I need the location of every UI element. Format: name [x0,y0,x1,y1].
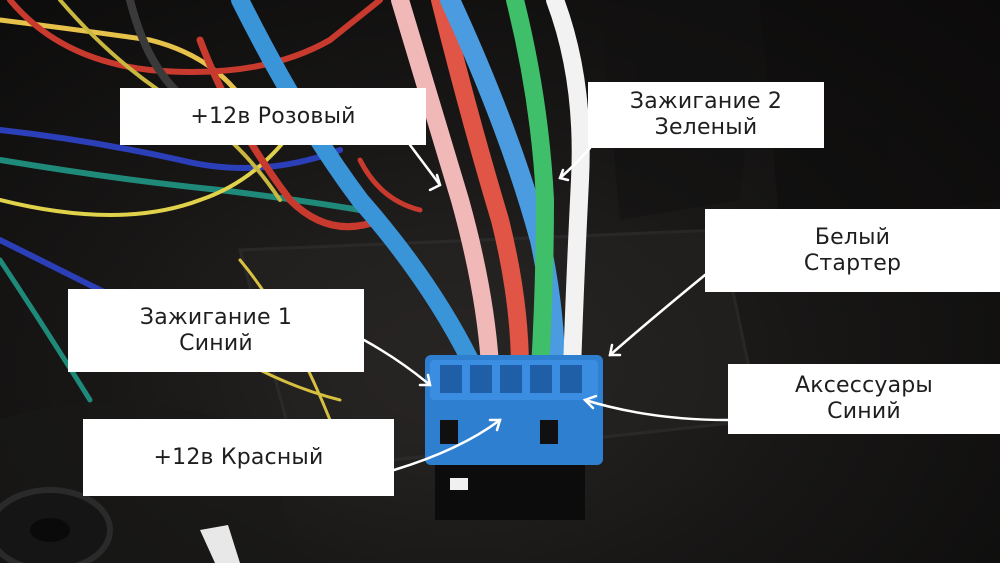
label-ignition-1: Зажигание 1 Синий [68,289,364,372]
wire-pink [391,0,499,374]
label-white-line2: Стартер [803,250,902,276]
label-pink-text: +12в Розовый [190,103,356,129]
tape-roll [0,487,240,563]
label-pink-12v: +12в Розовый [120,88,426,145]
pointer-arrows [362,143,730,472]
blue-connector [425,355,603,520]
label-ignition-2-line1: Зажигание 2 [629,89,783,114]
label-ignition-1-line1: Зажигание 1 [139,304,293,330]
wire-green [506,0,555,379]
wire-white [546,0,590,379]
label-white-line1: Белый [814,224,891,250]
label-white-starter: Белый Стартер [705,209,1000,292]
label-red-text: +12в Красный [153,444,324,470]
wire-red [431,0,529,379]
label-ignition-1-line2: Синий [179,330,253,356]
label-red-12v: +12в Красный [83,419,394,496]
wire-blue-left [231,0,479,369]
label-accessories-line2: Синий [827,399,901,424]
wire-blue-mid [440,0,565,380]
label-ignition-2: Зажигание 2 Зеленый [588,82,824,148]
label-accessories-line1: Аксессуары [795,373,933,398]
label-ignition-2-line2: Зеленый [654,115,758,140]
main-wires [231,0,590,380]
label-accessories: Аксессуары Синий [728,364,1000,434]
